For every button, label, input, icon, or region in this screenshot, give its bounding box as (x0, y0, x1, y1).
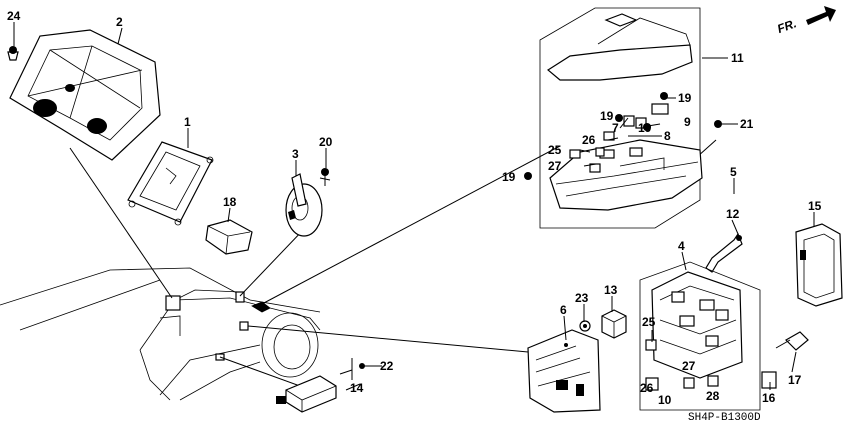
leader-lines (69, 139, 717, 387)
callout-11: 11 (731, 51, 744, 65)
callout-12: 12 (726, 207, 740, 221)
callout-20: 20 (319, 135, 333, 149)
front-arrow-icon (806, 6, 836, 25)
part-3-horn (285, 173, 323, 237)
callout-19-d: 19 (502, 170, 516, 184)
callout-13: 13 (604, 283, 618, 297)
part-24-clip (7, 46, 19, 61)
callout-17: 17 (788, 373, 802, 387)
callout-27-b: 27 (682, 359, 696, 373)
part-4-relay-box (651, 271, 743, 379)
part-6-label-plate (527, 329, 601, 413)
callout-16: 16 (762, 391, 776, 405)
car-body-outline (0, 267, 321, 401)
fuse-box-small-parts (524, 92, 722, 180)
part-20-bolt (319, 168, 331, 186)
callout-24: 24 (7, 9, 21, 23)
part-18-relay (205, 219, 253, 255)
callout-28: 28 (706, 389, 720, 403)
callout-leaders (13, 22, 815, 391)
part-22-screw (359, 363, 376, 369)
drawing-code: SH4P-B1300D (688, 412, 761, 424)
callout-5: 5 (730, 165, 737, 179)
part-11-fuse-box-cover (546, 13, 693, 81)
part-23-nut (579, 320, 591, 332)
callout-26-a: 26 (582, 133, 596, 147)
callout-25-a: 25 (548, 143, 562, 157)
callout-26-b: 26 (640, 381, 654, 395)
callout-3: 3 (292, 147, 299, 161)
callout-labels: 24 2 1 3 20 18 11 19 19 19 19 9 7 8 25 2… (7, 9, 822, 407)
part-2-cover-panel (9, 29, 161, 161)
part-15-module (795, 223, 843, 307)
callout-10: 10 (658, 393, 672, 407)
callout-23: 23 (575, 291, 589, 305)
part-5-bracket (705, 232, 743, 273)
callout-4: 4 (678, 239, 685, 253)
callout-19-a: 19 (678, 91, 692, 105)
callout-8: 8 (664, 129, 671, 143)
callout-27-a: 27 (548, 159, 562, 173)
callout-18: 18 (223, 195, 237, 209)
callout-6: 6 (560, 303, 567, 317)
callout-2: 2 (116, 15, 123, 29)
callout-14: 14 (350, 381, 364, 395)
part-14-module (276, 358, 353, 413)
callout-1: 1 (184, 115, 191, 129)
front-direction-indicator: FR. (775, 6, 836, 36)
part-13-relay (601, 309, 627, 339)
callout-19-c: 19 (638, 121, 652, 135)
part-1-control-unit (127, 141, 214, 226)
callout-25-b: 25 (642, 315, 656, 329)
part-4-relay-box-frame (639, 261, 761, 411)
part-11-fuse-box-frame (539, 7, 701, 229)
callout-15: 15 (808, 199, 822, 213)
callout-7: 7 (612, 121, 619, 135)
callout-22: 22 (380, 359, 394, 373)
callout-19-b: 19 (600, 109, 614, 123)
front-direction-label: FR. (775, 16, 798, 36)
part-4-small-parts (645, 331, 809, 391)
callout-9: 9 (684, 115, 691, 129)
callout-21: 21 (740, 117, 754, 131)
